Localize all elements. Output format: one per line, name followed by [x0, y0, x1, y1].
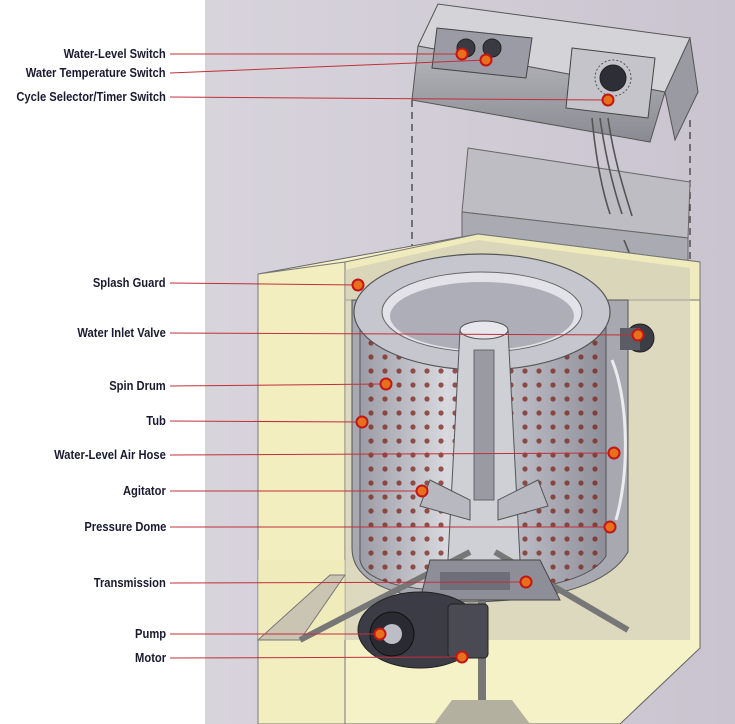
label-water-inlet-valve: Water Inlet Valve [77, 325, 166, 340]
marker-transmission [519, 575, 533, 589]
pump-motor [357, 591, 489, 669]
marker-water-inlet-valve [631, 328, 645, 342]
leader-motor [169, 656, 463, 659]
label-cycle-selector-timer-switch: Cycle Selector/Timer Switch [16, 89, 166, 104]
marker-water-level-switch [455, 47, 469, 61]
agitator [419, 320, 549, 561]
label-spin-drum: Spin Drum [109, 378, 166, 393]
label-water-level-air-hose: Water-Level Air Hose [54, 447, 166, 462]
marker-pump [373, 627, 387, 641]
leader-transmission [169, 581, 527, 584]
marker-water-level-air-hose [607, 446, 621, 460]
leader-water-level-air-hose [169, 452, 615, 456]
label-water-level-switch: Water-Level Switch [63, 46, 166, 61]
transmission-housing [419, 559, 561, 601]
leader-water-temperature-switch [169, 59, 487, 74]
back-panel [461, 147, 691, 263]
marker-splash-guard [351, 278, 365, 292]
label-splash-guard: Splash Guard [93, 275, 166, 290]
markers [351, 47, 645, 664]
label-transmission: Transmission [93, 575, 166, 590]
marker-water-temperature-switch [479, 53, 493, 67]
air-hose-tube [610, 359, 627, 521]
marker-agitator [415, 484, 429, 498]
leader-splash-guard [169, 282, 359, 286]
marker-motor [455, 650, 469, 664]
label-water-temperature-switch: Water Temperature Switch [26, 65, 166, 80]
marker-spin-drum [379, 377, 393, 391]
control-console [411, 3, 699, 143]
marker-tub [355, 415, 369, 429]
label-pump: Pump [134, 626, 166, 641]
label-panel [0, 0, 205, 724]
marker-pressure-dome [603, 520, 617, 534]
label-tub: Tub [146, 413, 166, 428]
leader-lines [169, 53, 639, 659]
leader-cycle-selector [169, 96, 609, 101]
leader-tub [169, 420, 363, 423]
leader-spin-drum [169, 383, 387, 387]
marker-cycle-selector [601, 93, 615, 107]
label-motor: Motor [134, 650, 166, 665]
label-agitator: Agitator [123, 483, 166, 498]
splash-guard [353, 253, 611, 371]
label-pressure-dome: Pressure Dome [83, 519, 166, 534]
leader-water-inlet-valve [169, 332, 639, 336]
